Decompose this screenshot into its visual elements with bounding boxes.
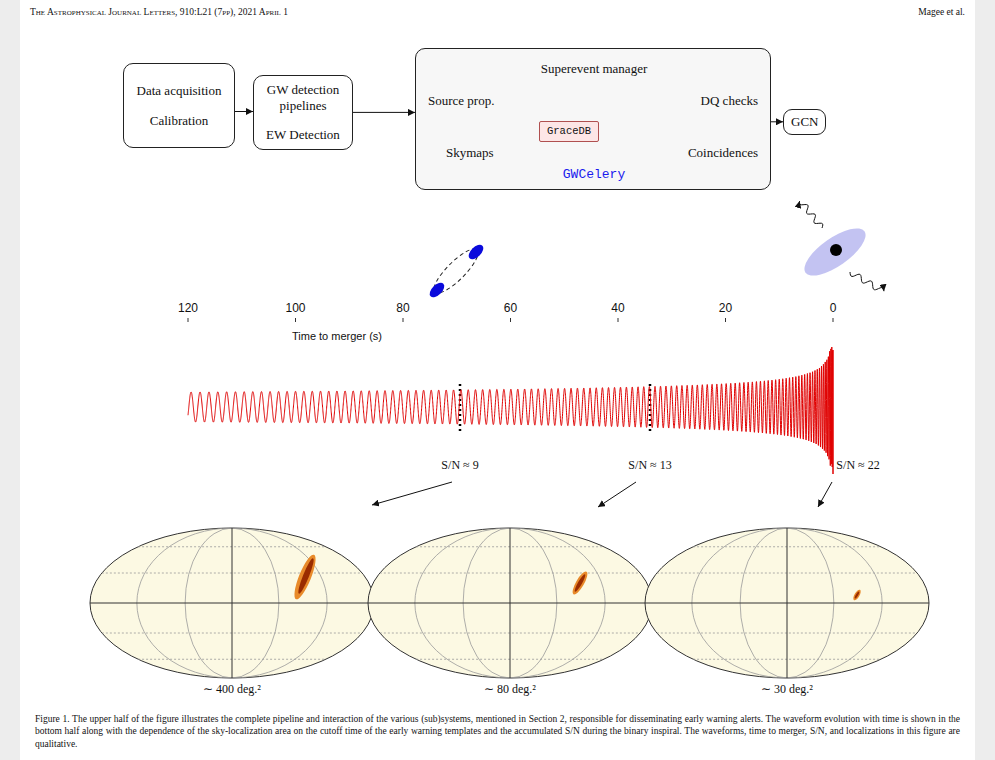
- figure-caption: Figure 1. The upper half of the figure i…: [35, 713, 960, 750]
- axis-tick-label: 40: [611, 301, 624, 315]
- process-box: Data acquisitionCalibration: [123, 63, 235, 148]
- axis-tick: [833, 318, 834, 322]
- localization-region: [290, 552, 319, 601]
- merger-spike: [832, 350, 834, 474]
- output-box: GCN: [783, 109, 826, 135]
- axis-tick-label: 60: [504, 301, 517, 315]
- box-label: GraceDB: [547, 125, 591, 138]
- area-label: ∼ 400 deg.²: [203, 682, 261, 697]
- box-label: Superevent manager: [541, 61, 647, 77]
- axis-tick-label: 120: [178, 301, 198, 315]
- chirp-waveform: [188, 347, 833, 467]
- localization-region: [573, 573, 586, 592]
- axis-tick: [725, 318, 726, 322]
- box-label: GW detection pipelines: [262, 82, 344, 113]
- sky-map: [645, 528, 929, 678]
- box-label: Data acquisition: [137, 83, 222, 99]
- localization-region: [570, 570, 590, 597]
- sky-map: [90, 528, 374, 678]
- system-box: Superevent managerSource prop. DQ checksS…: [415, 48, 771, 190]
- system-name: GWCelery: [563, 167, 625, 183]
- gw-emission-arrow: [799, 201, 823, 228]
- axis-tick-label: 20: [719, 301, 732, 315]
- axis-tick: [618, 318, 619, 322]
- flow-arrow: [771, 121, 783, 122]
- localization-region: [296, 557, 316, 594]
- sky-map: [368, 528, 652, 678]
- box-label: DQ checks: [701, 93, 758, 109]
- axis-tick: [188, 318, 189, 322]
- flow-arrow: [353, 112, 415, 113]
- axis-tick-label: 0: [830, 301, 837, 315]
- snr-label: S/N ≈ 9: [441, 458, 478, 473]
- axis-tick-label: 100: [285, 301, 305, 315]
- area-label: ∼ 80 deg.²: [484, 682, 536, 697]
- box-label: Calibration: [150, 113, 209, 129]
- localization-region: [852, 589, 862, 602]
- axis-title: Time to merger (s): [292, 330, 382, 342]
- database-box: GraceDB: [539, 121, 599, 142]
- box-label: Skymaps: [446, 145, 494, 161]
- leader-arrow: [818, 482, 832, 507]
- axis-tick: [295, 318, 296, 322]
- leader-arrow: [598, 482, 636, 507]
- snr-label: S/N ≈ 13: [628, 458, 671, 473]
- box-label: Source prop.: [428, 93, 494, 109]
- flow-arrow: [235, 111, 253, 112]
- localization-region: [854, 591, 860, 599]
- box-label: Coincidences: [688, 145, 758, 161]
- snr-label: S/N ≈ 22: [834, 458, 881, 473]
- author-header: Magee et al.: [918, 7, 965, 17]
- process-box: GW detection pipelines EW Detection: [253, 75, 353, 150]
- binary-illustration: [427, 242, 486, 300]
- box-label: GCN: [791, 114, 818, 130]
- merger-illustration: [797, 220, 872, 284]
- running-header: The Astrophysical Journal Letters, 910:L…: [30, 7, 288, 17]
- box-label: EW Detection: [266, 127, 340, 143]
- axis-tick: [510, 318, 511, 322]
- axis-tick-label: 80: [396, 301, 409, 315]
- area-label: ∼ 30 deg.²: [761, 682, 813, 697]
- gw-emission-arrow: [850, 272, 884, 291]
- leader-arrow: [372, 482, 452, 505]
- axis-tick: [403, 318, 404, 322]
